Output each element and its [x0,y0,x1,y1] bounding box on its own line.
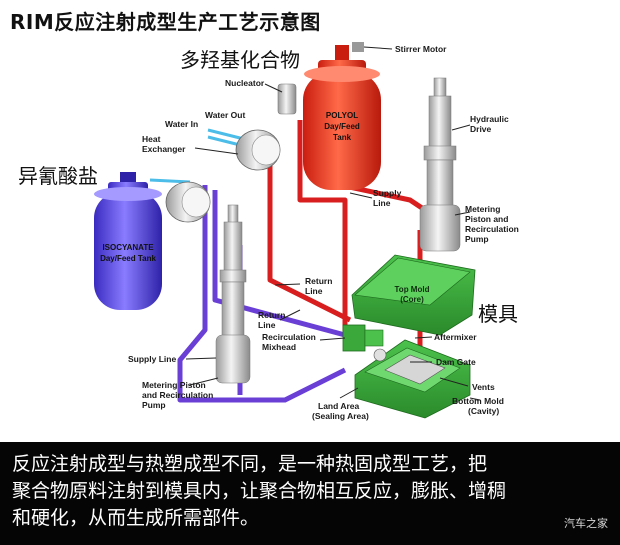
top-mold: Top Mold (Core) [351,254,476,336]
isocyanate-cn-label: 异氰酸盐 [18,164,98,188]
recirc-mixhead-label-2: Mixhead [262,342,296,352]
metering-pump-left [215,204,251,384]
purple-feed-line [177,185,347,403]
aftermixer-label: Aftermixer [434,332,477,342]
heat-exchanger-top: Water Out Water In Heat Exchanger [142,110,281,171]
return-line-1-label-2: Line [305,286,323,296]
vents-label: Vents [472,382,495,392]
land-area-label-1: Land Area [318,401,360,411]
metering-right-label-4: Pump [465,234,489,244]
land-area-label-2: (Sealing Area) [312,411,369,421]
supply-line-top-label-2: Line [373,198,391,208]
recirculation-mixhead: Recirculation Mixhead [262,324,384,352]
stirrer-motor: Stirrer Motor [352,42,447,54]
return-line-1-label-1: Return [305,276,332,286]
polyol-tank-label-1: POLYOL [326,111,358,120]
top-mold-label-1: Top Mold [395,285,430,294]
nucleator: Nucleator [225,78,297,115]
red-return-line-left [267,140,352,323]
metering-right-label-2: Piston and [465,214,508,224]
supply-line-left-label: Supply Line [128,354,176,364]
page-title: RIM反应注射成型生产工艺示意图 [10,10,321,34]
return-line-2-label-2: Line [258,320,276,330]
dam-gate-label: Dam Gate [436,357,476,367]
nucleator-label: Nucleator [225,78,265,88]
polyol-tank-label-2: Day/Feed [324,122,360,131]
metering-pump-right: Hydraulic Drive Metering Piston and Reci… [419,77,519,252]
bottom-mold-label-2: (Cavity) [468,406,499,416]
heat-exchanger-left [149,178,211,223]
polyol-tank-label-3: Tank [333,133,352,142]
polyol-cn-label: 多羟基化合物 [180,48,300,72]
hydraulic-drive-label-1: Hydraulic [470,114,509,124]
metering-right-label-1: Metering [465,204,500,214]
supply-line-top-label-1: Supply [373,188,402,198]
return-line-2-label-1: Return [258,310,285,320]
top-mold-label-2: (Core) [400,295,424,304]
caption-panel: 反应注射成型与热塑成型不同，是一种热固成型工艺，把 聚合物原料注射到模具内，让聚… [0,442,620,545]
isocyanate-tank-label-2: Day/Feed Tank [100,254,156,263]
heat-exchanger-label-1: Heat [142,134,161,144]
bottom-mold-label-1: Bottom Mold [452,396,504,406]
watermark: 汽车之家 [564,517,608,530]
metering-right-label-3: Recirculation [465,224,519,234]
water-out-label: Water Out [205,110,245,120]
bottom-mold [354,339,471,419]
hydraulic-drive-label-2: Drive [470,124,492,134]
heat-exchanger-label-2: Exchanger [142,144,186,154]
recirc-mixhead-label-1: Recirculation [262,332,316,342]
polyol-tank: POLYOL Day/Feed Tank [303,45,381,190]
isocyanate-tank-label-1: ISOCYANATE [102,243,154,252]
caption-line-3: 和硬化，从而生成所需部件。 [12,507,260,529]
stirrer-motor-label: Stirrer Motor [395,44,447,54]
mold-cn-label: 模具 [478,302,518,326]
isocyanate-tank: ISOCYANATE Day/Feed Tank [94,172,162,310]
water-in-label: Water In [165,119,198,129]
metering-left-label-2: and Recirculation [142,390,213,400]
caption-line-2: 聚合物原料注射到模具内，让聚合物相互反应，膨胀、增稠 [12,480,507,502]
metering-left-label-1: Metering Piston [142,380,206,390]
metering-left-label-3: Pump [142,400,166,410]
caption-line-1: 反应注射成型与热塑成型不同，是一种热固成型工艺，把 [12,453,488,475]
purple-recirc-line [212,190,346,338]
